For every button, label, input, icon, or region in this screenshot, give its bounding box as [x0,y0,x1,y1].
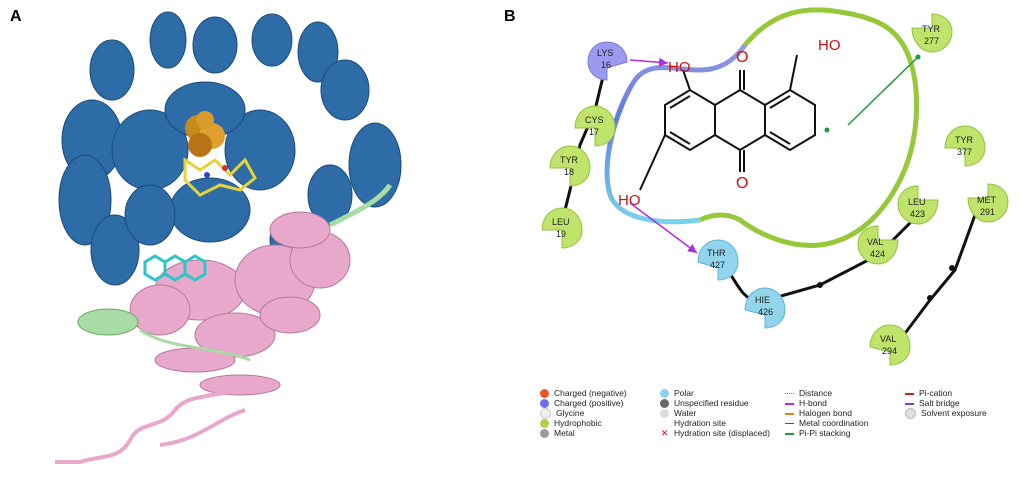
legend-item: Salt bridge [905,398,960,408]
cofactor [183,157,257,197]
panel-b-label: B [504,8,516,25]
panel-a-label: A [10,8,22,25]
legend-item: Glycine [540,408,584,420]
svg-text:TYR: TYR [922,24,941,34]
svg-text:427: 427 [710,260,725,270]
svg-text:423: 423 [910,209,925,219]
atom-oh-top-right: HO [818,37,841,54]
legend-item: Solvent exposure [905,408,987,420]
atom-o-bottom: O [736,175,748,192]
svg-text:16: 16 [601,60,611,70]
legend-item: Unspecified residue [660,398,749,409]
ligand-molecule [143,254,207,282]
svg-text:424: 424 [870,249,885,259]
pink-loop [159,408,246,447]
svg-text:19: 19 [556,229,566,239]
svg-text:VAL: VAL [867,237,883,247]
legend-item: Charged (negative) [540,388,627,399]
chain-node [927,295,933,301]
legend-item: Pi-cation [905,388,952,398]
residue-leu423: LEU 423 [897,185,939,225]
svg-text:TYR: TYR [955,135,974,145]
anthraquinone-structure [639,54,816,191]
legend-item: Metal coordination [785,418,868,428]
residue-hie426: HIE 426 [744,287,786,329]
legend-item: Halogen bond [785,408,852,418]
svg-text:LEU: LEU [552,217,570,227]
atom-o-top: O [736,49,748,66]
legend-item: Hydration site [674,418,726,428]
svg-text:LEU: LEU [908,197,926,207]
residue-thr427: THR 427 [697,239,739,281]
chain-left [558,59,609,231]
svg-text:277: 277 [924,36,939,46]
svg-text:291: 291 [980,207,995,217]
svg-text:377: 377 [957,147,972,157]
legend-item: ✕Hydration site (displaced) [660,428,770,439]
legend-item: Distance [785,388,832,398]
blue-domain [58,11,402,286]
interaction-diagram: O O HO HO HO LYS 16 CYS 17 TYR 18 LEU 19 [541,7,1009,366]
svg-text:HIE: HIE [755,295,770,305]
chain-node [949,265,955,271]
legend-item: Pi-Pi stacking [785,428,851,438]
legend-item: Polar [660,388,694,399]
residue-cys17: CYS 17 [574,105,616,147]
legend-item: Metal [540,428,575,439]
svg-text:TYR: TYR [560,155,579,165]
legend-item: Water [660,408,696,419]
svg-text:18: 18 [564,167,574,177]
residue-val294: VAL 294 [869,324,911,366]
legend-item: Hydrophobic [540,418,602,429]
atom-oh-top-left: HO [668,59,691,76]
pipi-tyr277 [847,56,919,126]
svg-text:CYS: CYS [585,115,604,125]
svg-text:VAL: VAL [880,334,896,344]
residue-tyr277: TYR 277 [911,13,953,53]
svg-text:17: 17 [589,127,599,137]
hbond-lys16 [629,57,669,67]
residue-leu19: LEU 19 [541,207,583,249]
pocket-outline-gradient [604,43,748,225]
pink-tail [55,378,262,464]
metal-sphere-cluster [185,111,225,157]
pipi-end [915,54,921,60]
svg-text:294: 294 [882,346,897,356]
pink-domain [129,211,351,396]
hbond-thr427 [629,202,698,254]
residue-tyr18: TYR 18 [549,145,591,187]
chain-node [817,282,823,288]
panel-a: A [0,0,500,476]
protein-cartoon [55,11,402,464]
green-domain [77,183,393,362]
residue-met291: MET 291 [967,183,1009,223]
pipi-centroid [824,127,830,133]
legend-item: Charged (positive) [540,398,623,409]
chain-right [898,214,977,341]
pocket-outline-green [698,7,920,248]
residue-tyr377: TYR 377 [944,125,986,167]
svg-text:LYS: LYS [597,48,613,58]
atom-oh-bottom: HO [618,192,641,209]
svg-text:THR: THR [707,248,726,258]
panel-b: B [500,0,1021,476]
residue-val424: VAL 424 [857,225,899,265]
svg-text:426: 426 [758,307,773,317]
svg-text:MET: MET [977,195,997,205]
residue-lys16: LYS 16 [587,41,628,81]
legend-item: H-bond [785,398,827,408]
